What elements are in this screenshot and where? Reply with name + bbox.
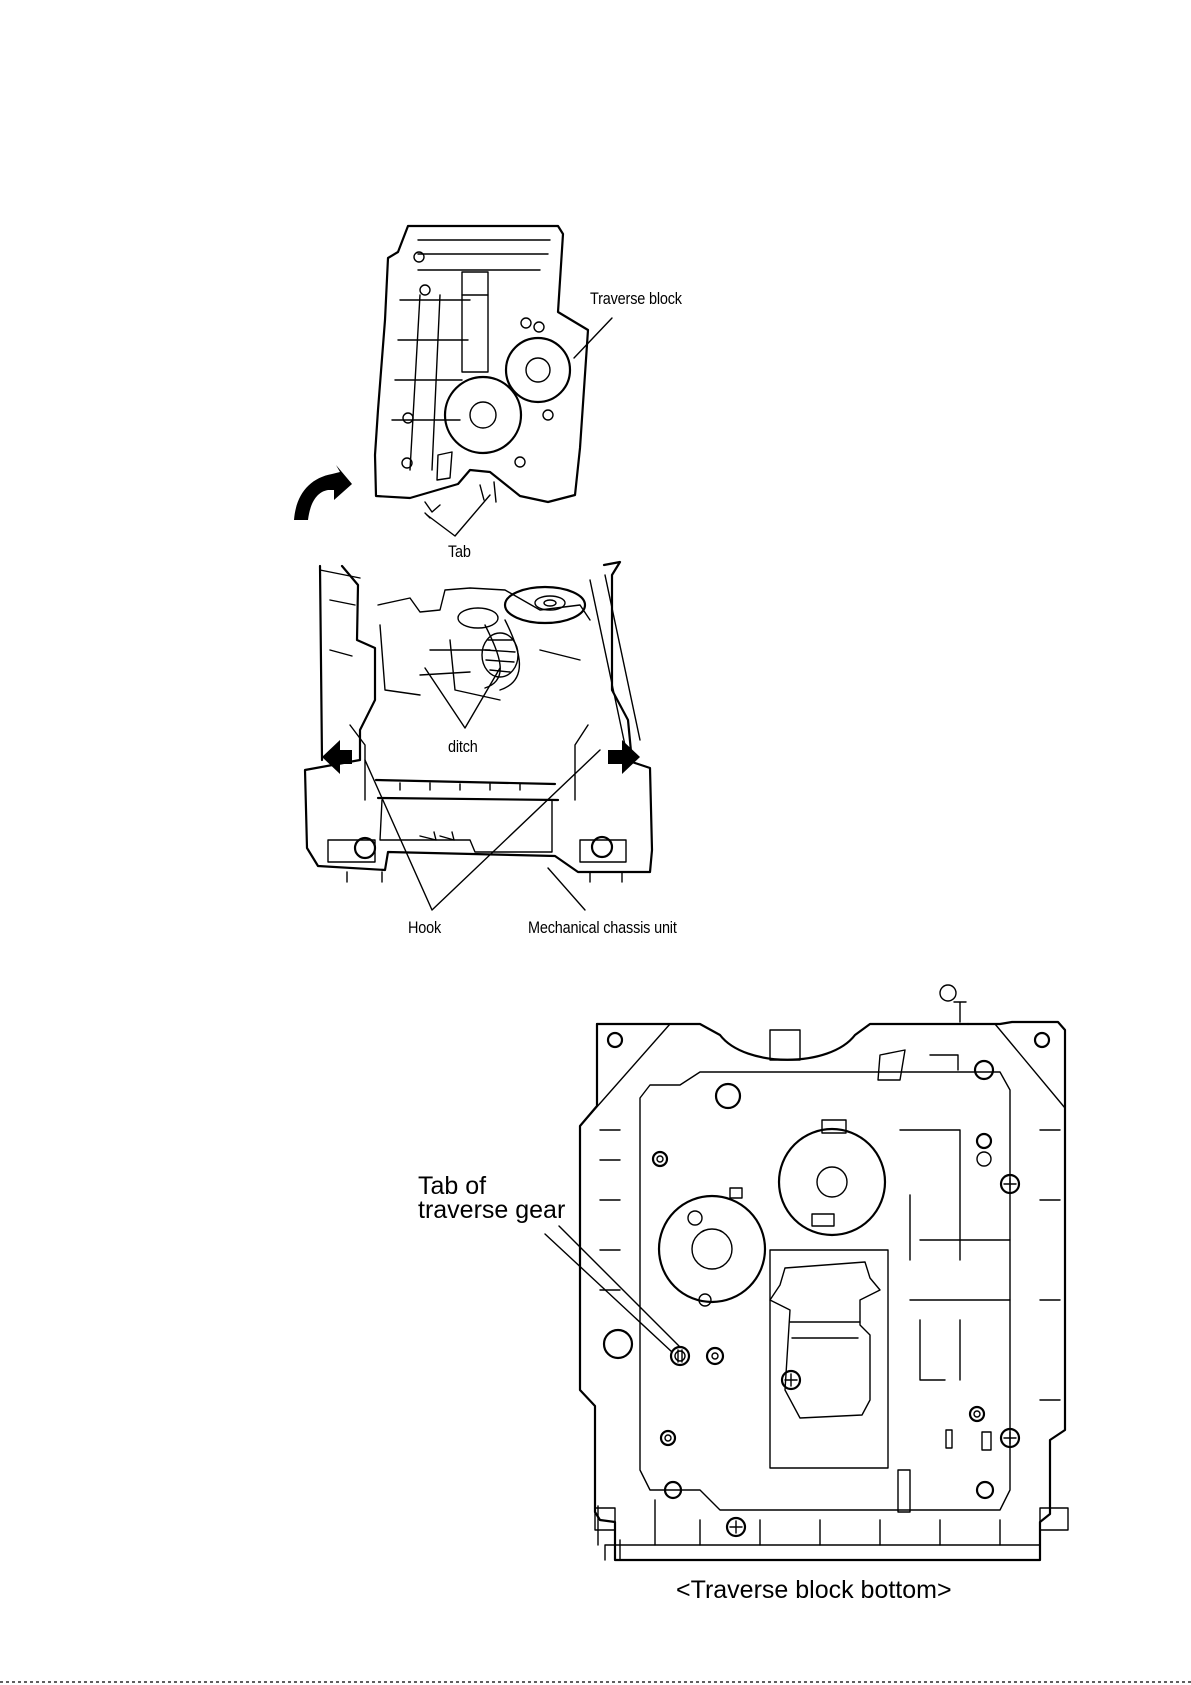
arrow-right-icon <box>608 740 640 774</box>
arrow-left-icon <box>322 740 352 774</box>
label-hook: Hook <box>408 919 441 936</box>
traverse-block-drawing <box>375 226 612 536</box>
rotate-arrow-icon <box>294 465 352 520</box>
label-traverse-block: Traverse block <box>590 290 682 307</box>
caption-traverse-block-bottom: <Traverse block bottom> <box>676 1578 952 1603</box>
label-ditch: ditch <box>448 738 478 755</box>
mechanical-chassis-drawing <box>305 562 652 910</box>
label-tab-of-line1: Tab of <box>418 1174 565 1198</box>
label-tab-of-traverse-gear: Tab of traverse gear <box>418 1174 565 1222</box>
label-tab-of-line2: traverse gear <box>418 1198 565 1222</box>
label-tab: Tab <box>448 543 471 560</box>
traverse-block-bottom-drawing <box>545 985 1068 1560</box>
label-mechanical-chassis-unit: Mechanical chassis unit <box>528 919 677 936</box>
